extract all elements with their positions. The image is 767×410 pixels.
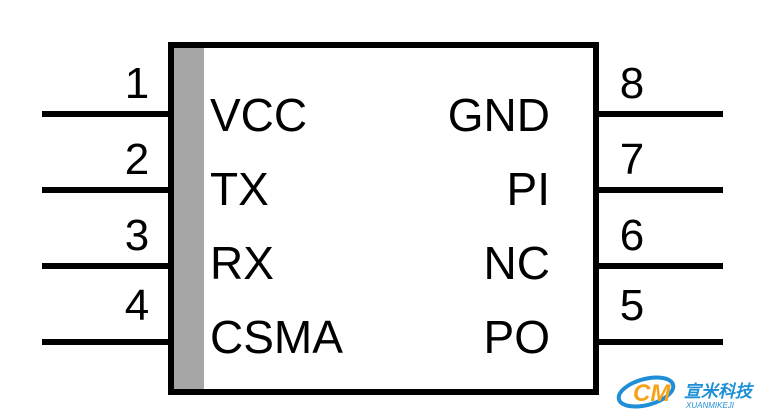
pin-label-vcc: VCC — [210, 89, 307, 141]
pin-number-4: 4 — [125, 281, 149, 330]
pin-label-csma: CSMA — [210, 311, 343, 363]
pin-number-5: 5 — [620, 281, 644, 330]
chip-body — [168, 42, 599, 395]
right-pin-leads — [596, 111, 723, 345]
watermark-logo-mark: CM — [633, 380, 671, 407]
pin1-indicator-stripe — [174, 48, 204, 389]
pin-number-8: 8 — [620, 59, 644, 108]
pin-label-tx: TX — [210, 163, 269, 215]
pin-number-3: 3 — [125, 211, 149, 260]
pin-label-rx: RX — [210, 237, 274, 289]
pin-number-7: 7 — [620, 135, 644, 184]
pin-label-pi: PI — [507, 163, 550, 215]
watermark-latin-text: XUANMIKEJI — [685, 401, 735, 410]
pin-number-2: 2 — [125, 135, 149, 184]
watermark-logo-swoosh-icon — [616, 375, 676, 409]
left-pin-leads — [42, 111, 171, 345]
pin-label-gnd: GND — [448, 89, 550, 141]
pin-label-po: PO — [484, 311, 550, 363]
watermark-chinese-text: 宣米科技 — [684, 382, 755, 402]
pin-label-nc: NC — [484, 237, 550, 289]
pin-number-6: 6 — [620, 211, 644, 260]
pin-number-1: 1 — [125, 59, 149, 108]
watermark-logo: CM 宣米科技 XUANMIKEJI — [616, 375, 755, 410]
